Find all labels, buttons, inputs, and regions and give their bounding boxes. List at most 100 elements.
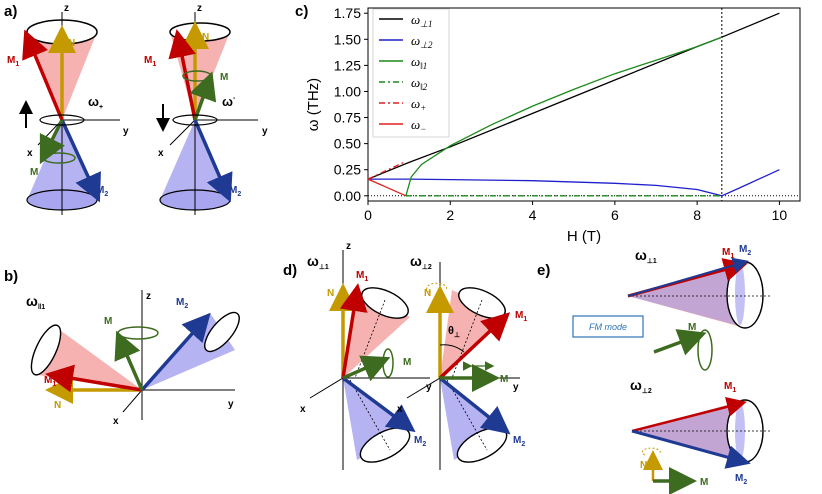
y-label: y bbox=[228, 399, 234, 410]
m-precession bbox=[117, 326, 159, 340]
m2-vector bbox=[627, 257, 749, 297]
n-oscillation bbox=[426, 282, 448, 293]
m-label: M bbox=[688, 322, 696, 333]
m2-label: M2 bbox=[414, 435, 426, 448]
m2-vector bbox=[438, 376, 511, 435]
cone-m1-rim bbox=[30, 324, 62, 376]
y-label: y bbox=[123, 126, 129, 137]
m1-vector bbox=[22, 29, 64, 121]
m1-label: M1 bbox=[356, 270, 368, 283]
plot-frame bbox=[367, 7, 801, 202]
omega-perp1-label: ω⊥1 bbox=[635, 247, 657, 265]
series-line-1 bbox=[368, 169, 780, 197]
m1-label: M1 bbox=[7, 55, 19, 68]
fm-mode-box bbox=[572, 315, 644, 338]
x-label: x bbox=[397, 404, 403, 415]
m2-label: M2 bbox=[735, 473, 747, 486]
x-label: x bbox=[158, 148, 164, 159]
m-vector bbox=[653, 329, 707, 356]
legend-label: ω‖1 bbox=[411, 54, 427, 71]
z-label: z bbox=[197, 3, 202, 14]
y-tick-label: 0.75 bbox=[334, 110, 361, 126]
cone-m2-rim bbox=[359, 427, 411, 463]
x-label: x bbox=[27, 148, 33, 159]
n-label: N bbox=[202, 32, 209, 43]
omega-par1-label: ω‖1 bbox=[26, 293, 45, 311]
fm-mode-label: FM mode bbox=[589, 322, 627, 332]
cone-m2-axis bbox=[446, 379, 488, 451]
m-label: M bbox=[403, 357, 411, 368]
y-label: y bbox=[426, 382, 432, 393]
m2-label: M2 bbox=[176, 297, 188, 310]
omega-minus-label: ω- bbox=[222, 94, 236, 109]
theta-arc bbox=[439, 344, 465, 353]
y-tick-label: 1.25 bbox=[334, 57, 361, 73]
y-tick-label: 1.75 bbox=[334, 5, 361, 21]
legend-box bbox=[372, 8, 450, 138]
m2-vector bbox=[140, 312, 211, 392]
x-tick-label: 6 bbox=[611, 207, 619, 223]
omega-perp2-label: ω⊥2 bbox=[410, 253, 432, 271]
omega-plus-label: ω+ bbox=[88, 94, 103, 111]
series-line-5 bbox=[367, 178, 407, 197]
m2-label: M2 bbox=[229, 185, 241, 198]
theta-label: θ⊥ bbox=[448, 325, 460, 339]
omega-perp2-label: ω⊥2 bbox=[630, 377, 652, 395]
z-label: z bbox=[346, 241, 351, 252]
panel-b-label: b) bbox=[4, 268, 18, 285]
z-label: z bbox=[146, 291, 151, 302]
n-label: N bbox=[68, 38, 75, 49]
m2-vector bbox=[341, 376, 416, 433]
m1-label: M1 bbox=[144, 55, 156, 68]
sketch-omega-minus: z y x N M1 M2 M ω- bbox=[144, 3, 268, 215]
m2-label: M2 bbox=[513, 435, 525, 448]
sketch-perp2: y x N M1 M2 θ⊥ M bbox=[397, 262, 527, 470]
n-label: N bbox=[640, 460, 647, 471]
m-vector bbox=[39, 119, 65, 165]
panel-e-label: e) bbox=[537, 262, 550, 279]
y-tick-label: 0.00 bbox=[334, 188, 361, 204]
z-label: z bbox=[64, 3, 69, 14]
m1-label: M1 bbox=[44, 375, 56, 388]
x-axis bbox=[169, 119, 196, 146]
m-label: M bbox=[104, 316, 112, 327]
legend-label: ω− bbox=[411, 117, 426, 134]
sketch-e-perp1: M1 M2 FM mode M bbox=[572, 244, 770, 371]
m1-vector bbox=[168, 29, 197, 121]
y-tick-label: 0.25 bbox=[334, 162, 361, 178]
sketch-perp1: z y x N M1 M2 M bbox=[300, 241, 432, 470]
panel-b: b) ω‖1 z y x N M1 M2 M bbox=[4, 268, 240, 427]
panel-c-label: c) bbox=[295, 3, 308, 20]
m1-vector bbox=[631, 397, 747, 433]
y-tick-label: 1.00 bbox=[334, 83, 361, 99]
x-label: x bbox=[300, 404, 306, 415]
m-label: M bbox=[30, 167, 38, 178]
m-vector bbox=[342, 355, 391, 382]
m2-label: M2 bbox=[96, 185, 108, 198]
y-tick-label: 0.50 bbox=[334, 136, 361, 152]
panel-e: e) ω⊥1 ω⊥2 M1 M2 FM mode M bbox=[537, 244, 770, 494]
x-axis bbox=[122, 389, 143, 413]
n-label: N bbox=[54, 400, 61, 411]
panel-a: a) z y x N M1 M2 M ω+ bbox=[4, 3, 268, 215]
legend-label: ω+ bbox=[411, 96, 426, 113]
m-label: M bbox=[700, 477, 708, 488]
x-tick-label: 10 bbox=[772, 207, 788, 223]
panel-d-label: d) bbox=[283, 262, 297, 279]
m-vector bbox=[189, 71, 217, 121]
x-axis-label: H (T) bbox=[567, 228, 601, 245]
y-axis-label: ω (THz) bbox=[305, 78, 322, 131]
m2-label: M2 bbox=[739, 244, 751, 257]
m1-vector bbox=[45, 364, 143, 393]
m1-label: M1 bbox=[724, 381, 736, 394]
cone-rim-inner bbox=[735, 263, 745, 325]
cone-m1-axis bbox=[451, 299, 483, 379]
x-tick-label: 4 bbox=[529, 207, 537, 223]
n-label: N bbox=[424, 288, 431, 299]
rotation-ring bbox=[172, 114, 218, 126]
m-precession bbox=[382, 348, 394, 378]
m1-label: M1 bbox=[722, 247, 734, 260]
panel-a-label: a) bbox=[4, 3, 17, 20]
legend-label: ω⊥2 bbox=[411, 33, 433, 50]
